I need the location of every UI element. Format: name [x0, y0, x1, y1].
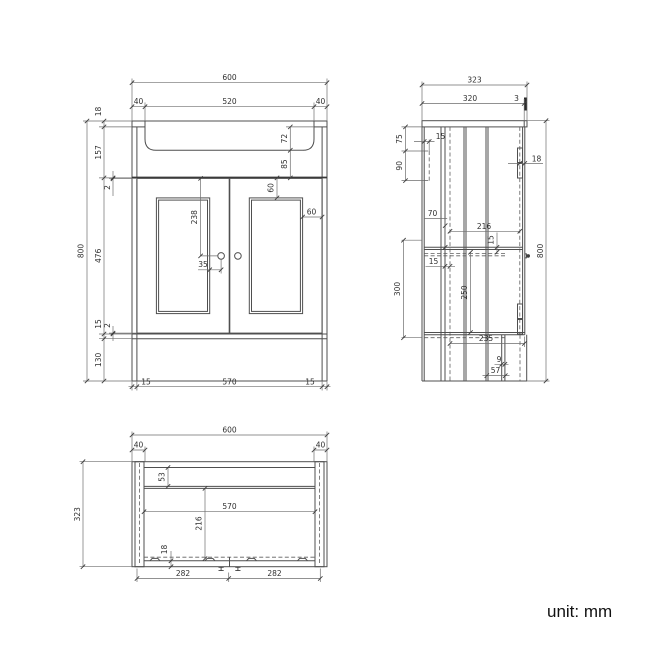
dim-side-rail-offset: 75: [395, 134, 404, 144]
dim-plan-left-handle-span: 282: [176, 569, 191, 578]
dim-front-overall-width: 600: [222, 73, 237, 82]
bottom-rail: [132, 333, 327, 340]
dim-plan-overall-depth: 323: [73, 507, 82, 522]
dim-front-overall-height: 800: [77, 244, 86, 259]
plan-side-panel-left: [134, 461, 145, 568]
plan-dim-lines: [79, 431, 328, 582]
side-dim-labels: 323 320 3 75 90 15 18 70 216 15 15 300 2…: [393, 76, 545, 376]
dim-front-basin-depth: 72: [280, 134, 289, 144]
plan-rails: [144, 467, 315, 562]
plan-dim-labels: 600 40 40 323 53 570 216 18 282 282: [73, 426, 326, 579]
side-bottom-rail: [424, 332, 525, 336]
dim-side-rail-height: 90: [395, 161, 404, 171]
dim-front-handle-drop: 238: [190, 210, 199, 225]
dim-side-rail-thickness: 15: [436, 132, 446, 141]
plan-view: 600 40 40 323 53 570 216 18 282 282: [73, 426, 330, 582]
dim-side-drawer-depth: 250: [460, 285, 469, 300]
dim-plan-internal-width: 570: [222, 502, 237, 511]
dim-front-door-height: 476: [94, 248, 103, 263]
knob-profile: [524, 253, 530, 259]
dim-side-top-depth: 320: [463, 94, 478, 103]
dim-front-overhang-right: 40: [316, 97, 326, 106]
side-countertop: [421, 120, 528, 128]
dim-side-overall-height: 800: [536, 244, 545, 259]
dim-front-bottom-left-panel: 15: [141, 377, 151, 386]
plan-side-panel-right: [314, 461, 325, 568]
front-dim-ticks: [84, 80, 330, 390]
dim-front-bottom-doors-width: 570: [222, 377, 237, 386]
door-left-knob: [217, 252, 225, 260]
dim-side-plinth-step: 9: [497, 355, 502, 364]
dim-plan-corner-right: 40: [316, 441, 326, 450]
dim-side-back-panel-thickness: 15: [429, 257, 439, 266]
plan-hinge-marks: [149, 557, 308, 562]
dim-side-internal-depth: 216: [477, 222, 492, 231]
front-dim-lines: [83, 78, 331, 391]
dim-side-overall-depth: 323: [467, 76, 482, 85]
side-dim-ticks: [400, 82, 549, 384]
side-shelf: [424, 246, 523, 250]
dim-front-bottom-gap: 2: [103, 323, 112, 328]
dim-side-shelf-thickness: 15: [487, 235, 496, 245]
hinge-bottom: [517, 303, 523, 335]
door-right-panel-outer: [248, 197, 304, 315]
countertop-ear-right: [313, 120, 328, 128]
dim-side-plinth-recess: 57: [491, 366, 501, 375]
door-right-knob: [234, 252, 242, 260]
dim-front-upper-height: 157: [94, 145, 103, 160]
back-gap-heavy-tick: [524, 97, 527, 111]
dim-front-bottom-rail: 15: [94, 319, 103, 329]
dim-plan-back-rail-depth: 53: [158, 472, 167, 482]
dim-front-panel-inset-side: 60: [307, 207, 317, 216]
front-view: 600 40 520 40 18 157 2 476 2 15 130 800 …: [77, 73, 331, 391]
front-structure: [131, 120, 328, 382]
dim-front-bottom-right-panel: 15: [305, 377, 315, 386]
dim-front-basin-width: 520: [222, 97, 237, 106]
plan-structure: [131, 461, 328, 572]
dim-plan-internal-depth: 216: [195, 516, 204, 531]
basin-outline: [144, 121, 315, 151]
countertop-ear-left: [131, 120, 146, 128]
dim-plan-right-handle-span: 282: [267, 569, 282, 578]
dim-plan-front-thickness: 18: [160, 545, 169, 555]
dim-front-handle-offset: 35: [198, 260, 208, 269]
side-dim-lines: [401, 81, 550, 382]
dim-front-top-thickness: 18: [94, 107, 103, 117]
dim-front-panel-inset-top: 60: [266, 183, 275, 193]
dim-side-back-gap: 3: [514, 94, 519, 103]
door-left: [136, 177, 230, 334]
front-dim-labels: 600 40 520 40 18 157 2 476 2 15 130 800 …: [77, 73, 326, 386]
door-right: [229, 177, 323, 334]
dim-plan-corner-left: 40: [134, 441, 144, 450]
dim-front-overhang-left: 40: [134, 97, 144, 106]
dim-front-basin-clearance: 85: [280, 159, 289, 169]
dim-side-shelf-drop: 70: [428, 209, 438, 218]
door-right-panel-inner: [251, 199, 301, 312]
unit-label: unit: mm: [547, 602, 613, 621]
side-hidden-lines: [424, 126, 521, 381]
dim-front-plinth-height: 130: [94, 353, 103, 368]
plan-knob-right: [235, 566, 241, 572]
dim-side-door-thickness: 18: [532, 154, 542, 163]
dim-front-top-gap: 2: [103, 185, 112, 190]
dim-side-bottom-internal-depth: 235: [479, 334, 494, 343]
plan-knob-left: [218, 566, 224, 572]
plan-dim-ticks: [80, 432, 330, 582]
side-view: 323 320 3 75 90 15 18 70 216 15 15 300 2…: [393, 76, 550, 384]
dim-side-lower-height: 300: [393, 282, 402, 297]
dim-plan-overall-width: 600: [222, 426, 237, 435]
